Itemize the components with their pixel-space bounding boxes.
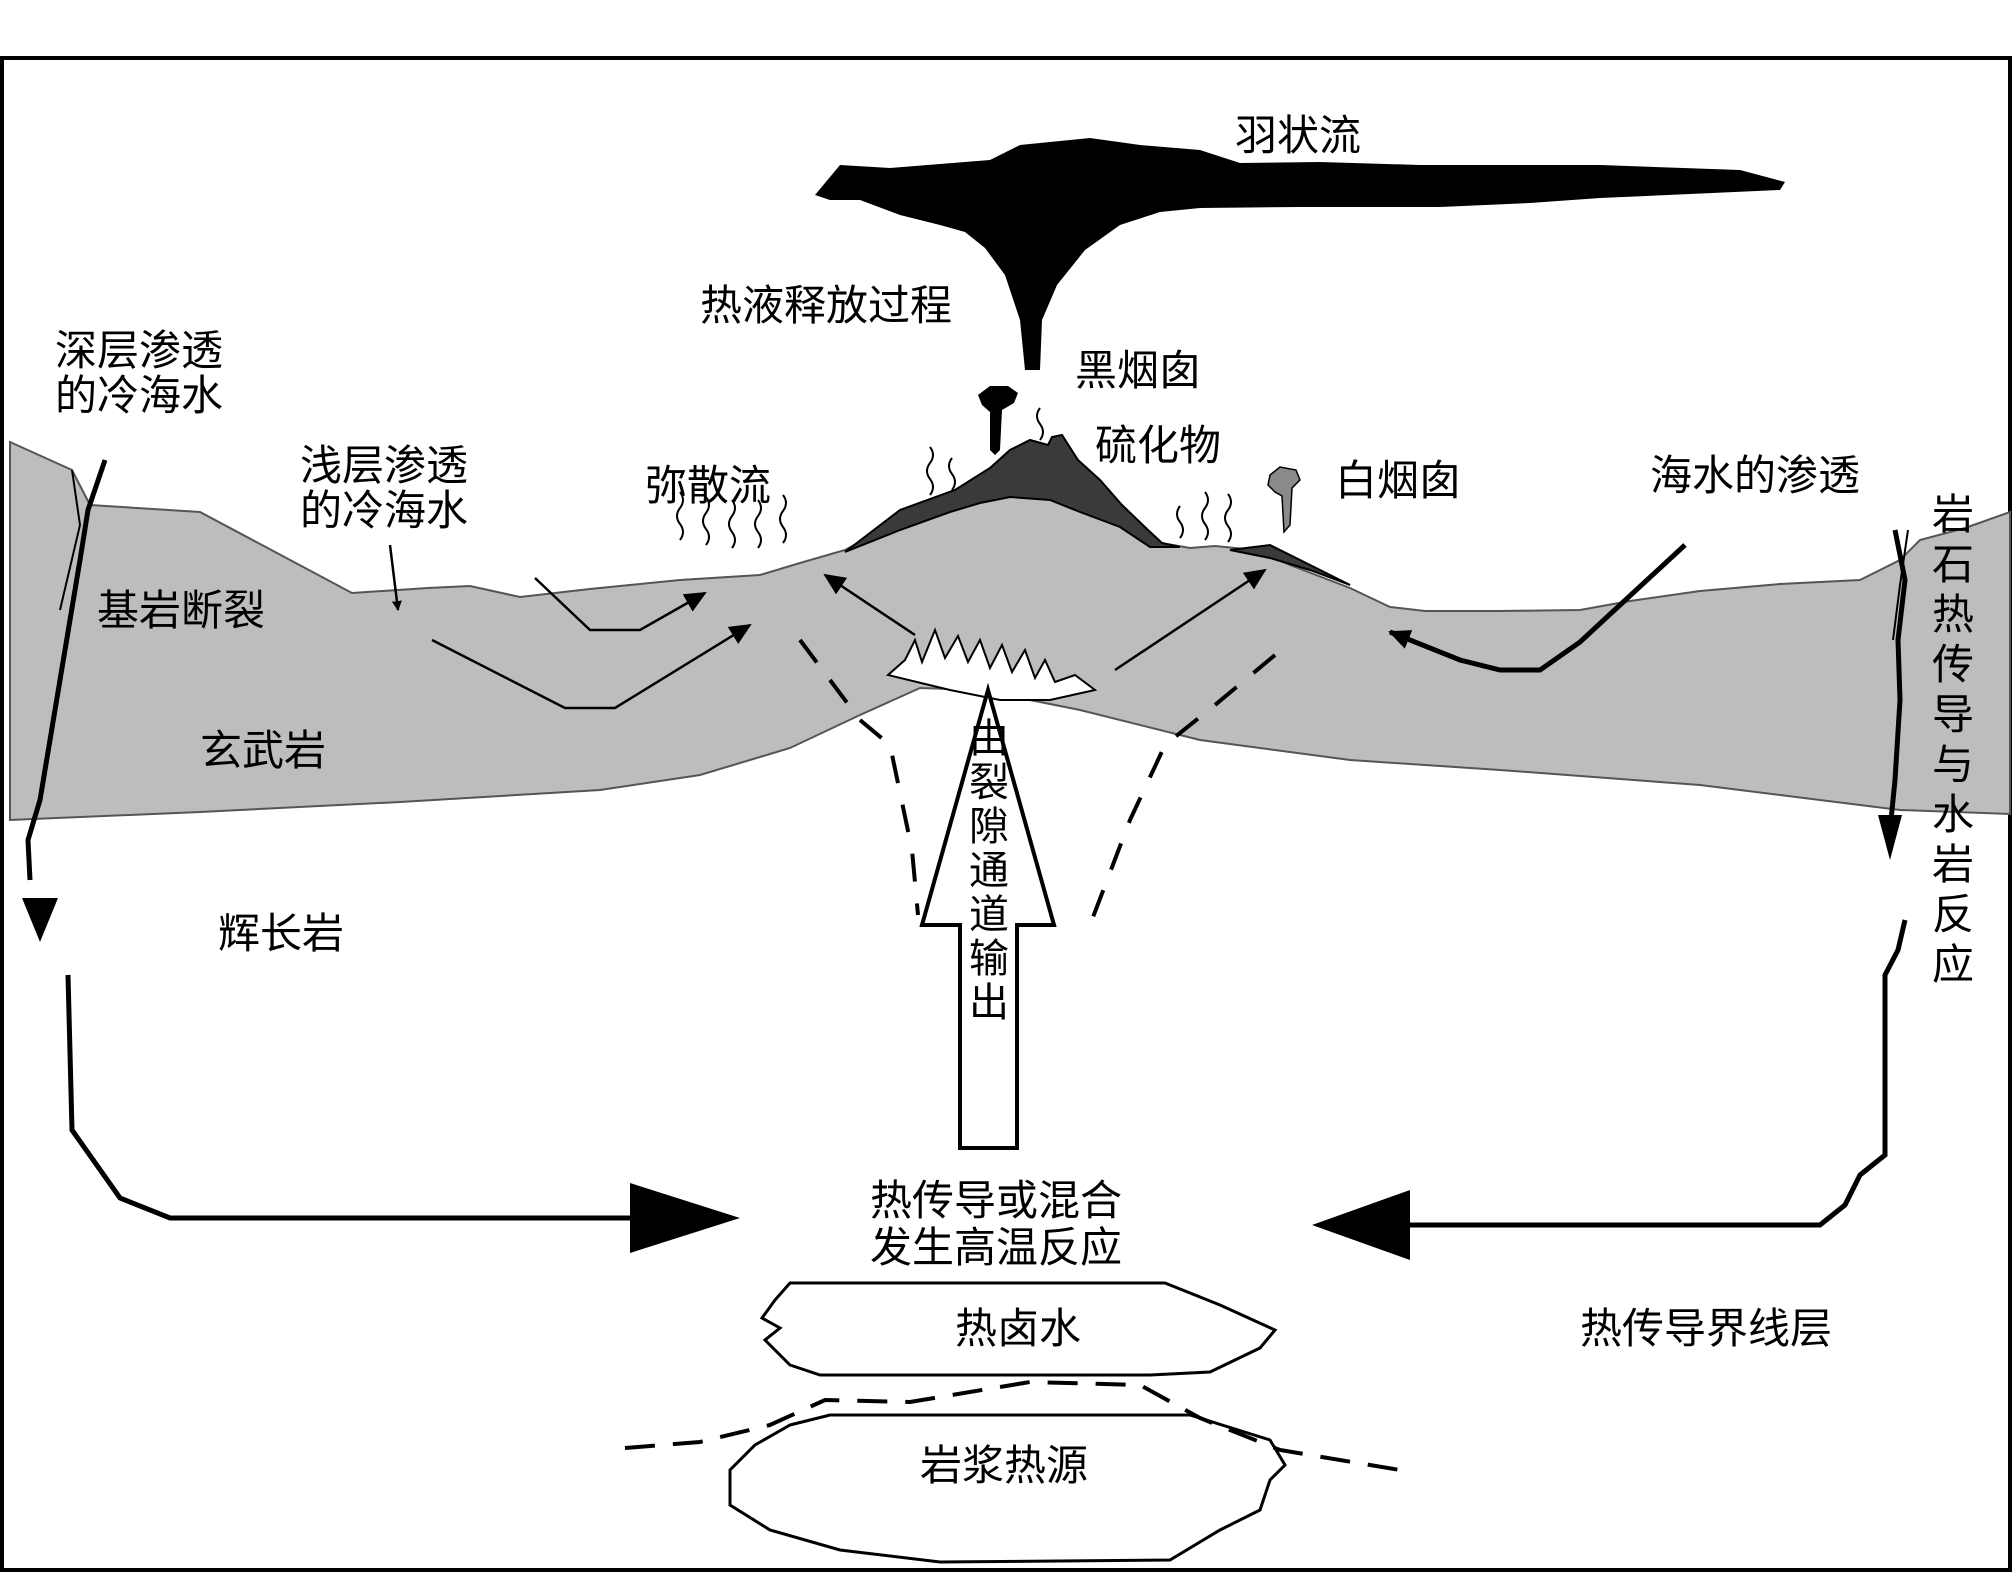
label-gabbro: 辉长岩 [218,909,344,958]
rock-heat-arrowhead [1878,815,1902,860]
deep-return-arrowhead [630,1183,740,1253]
channel-output-arrow [919,682,1057,1150]
label-reaction-2: 发生高温反应 [870,1223,1122,1272]
label-shallow-2: 的冷海水 [300,486,468,535]
label-magma: 岩浆热源 [920,1441,1088,1490]
sulfide-mound [844,433,1181,553]
bedrock-fault-line [59,469,82,611]
magma-body [728,1413,1287,1564]
label-basalt: 玄武岩 [200,726,326,775]
label-deep-2: 的冷海水 [55,371,223,420]
label-rock-heat: 岩石热传导与水岩反应 [1932,490,1974,989]
label-bedrock-fault: 基岩断裂 [97,586,265,635]
deep-return-arrow [65,974,640,1221]
label-white-smoker: 白烟囱 [1335,456,1461,505]
right-fault-line [1892,529,1909,641]
label-release: 热液释放过程 [700,281,952,330]
label-diffuse: 弥散流 [645,461,771,510]
fracture-zone [885,627,1098,701]
deep-arrowhead [22,898,58,942]
white-smoker-plume [1267,466,1301,534]
rock-heat-path [1887,529,1908,831]
shallow-flow-arrows [388,544,1267,710]
label-deep-1: 深层渗透 [55,326,223,375]
thermal-boundary-dashes [624,1379,1401,1472]
label-shallow-1: 浅层渗透 [300,441,468,490]
label-boundary: 热传导界线层 [1580,1304,1832,1353]
label-seawater-perc: 海水的渗透 [1650,451,1860,500]
label-plume: 羽状流 [1235,111,1361,160]
diffuse-flow-squiggles [676,407,1232,549]
right-return-arrowhead [1312,1190,1410,1260]
fracture-channel-dashes [798,638,1277,926]
label-channel-output: 由裂隙通道输出 [969,716,1009,1026]
label-reaction-1: 热传导或混合 [870,1176,1122,1225]
label-black-smoker: 黑烟囱 [1075,346,1201,395]
seawater-percolation-arrow [1388,543,1687,673]
white-smoker-mound [1229,543,1351,586]
brine-body [759,1281,1278,1377]
label-brine: 热卤水 [955,1304,1081,1353]
label-sulfide: 硫化物 [1095,421,1221,470]
plume-shape [815,138,1785,370]
deep-seawater-path [25,459,108,881]
black-smoker-plume [978,386,1018,455]
right-return-arrow [1400,919,1908,1228]
